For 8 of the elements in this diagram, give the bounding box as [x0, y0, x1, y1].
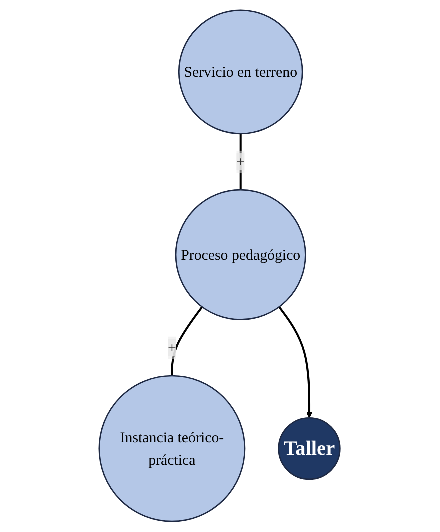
node-circle: Taller: [278, 417, 342, 480]
node-circle: Proceso pedagógico: [176, 189, 307, 320]
connector: [171, 306, 204, 376]
edge-label: +: [168, 339, 177, 356]
edge-label: +: [236, 154, 246, 170]
node-circle: Servicio en terreno: [178, 10, 304, 135]
arrow: [278, 306, 313, 418]
node-circle: Instancia teórico-práctica: [98, 375, 246, 522]
